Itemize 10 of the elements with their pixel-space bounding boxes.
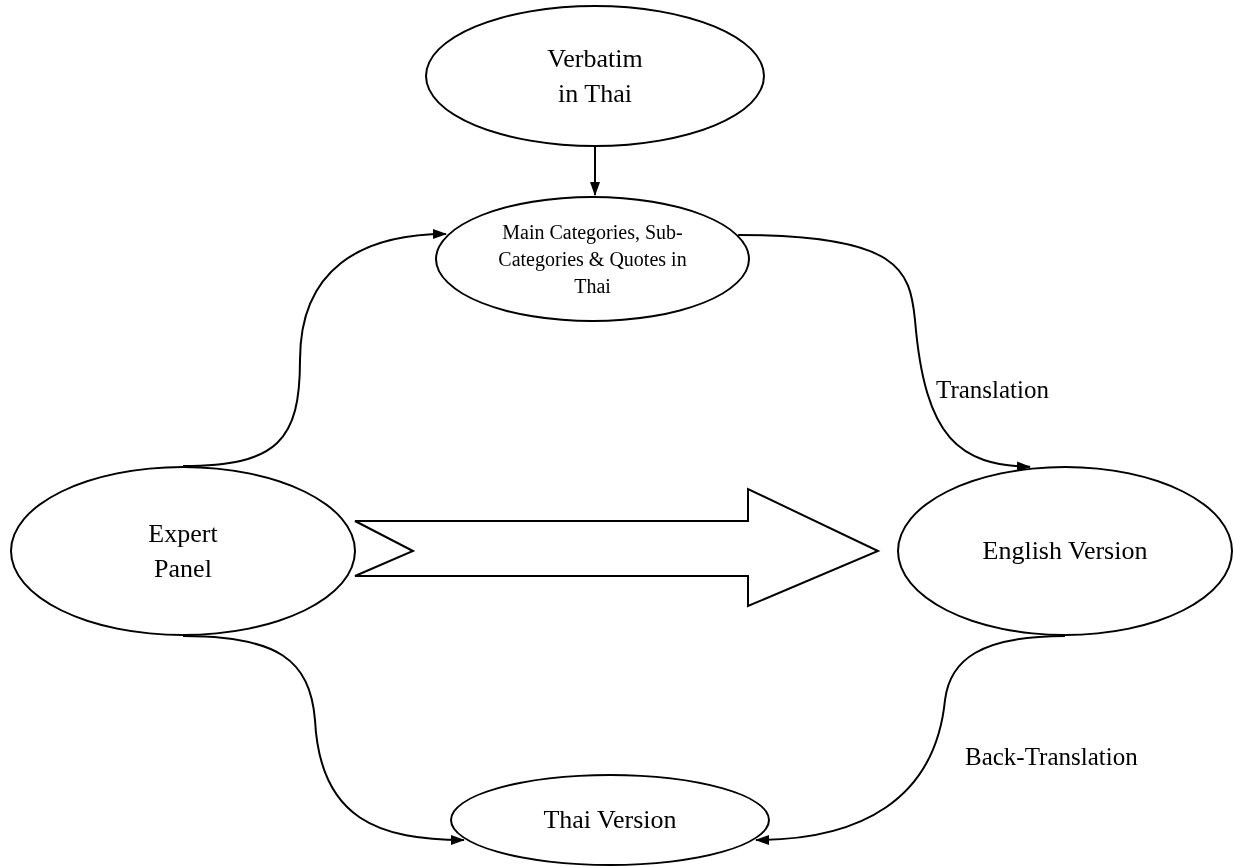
arrow bbox=[182, 229, 447, 467]
node-label: Expert Panel bbox=[147, 517, 219, 585]
arrow bbox=[590, 146, 600, 196]
node-label: Main Categories, Sub-Categories & Quotes in Thai bbox=[497, 219, 688, 299]
node-label: Verbatim in Thai bbox=[546, 42, 644, 110]
block-arrow bbox=[354, 487, 881, 608]
arrow bbox=[755, 635, 1066, 845]
node-label: Thai Version bbox=[543, 804, 677, 837]
node-label: English Version bbox=[982, 535, 1148, 568]
arrow bbox=[182, 635, 465, 845]
